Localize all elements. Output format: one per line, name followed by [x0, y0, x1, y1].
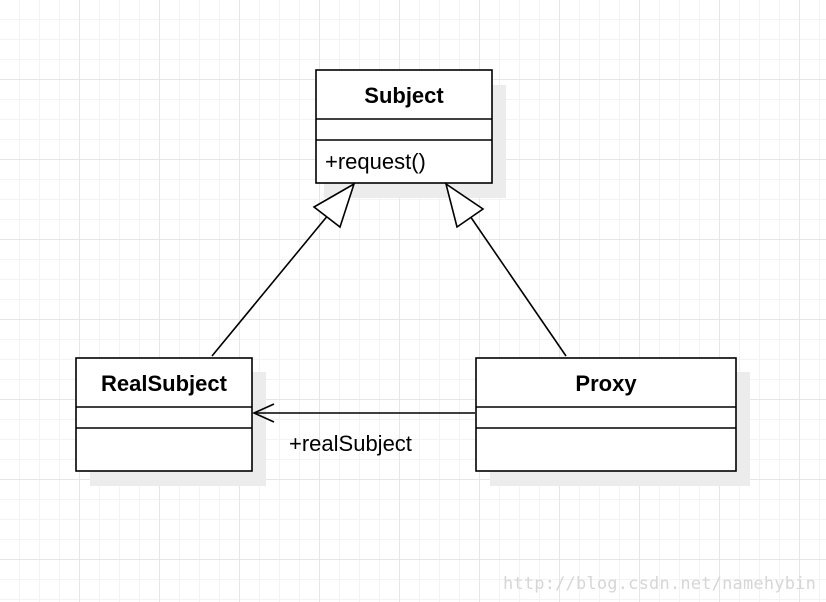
generalization-line-left [211, 213, 330, 357]
open-arrow-head [252, 403, 275, 423]
generalization-line-right [469, 215, 567, 357]
hollow-triangle-arrow-right [444, 182, 485, 229]
class-subject-method: +request() [325, 149, 426, 174]
class-proxy-name: Proxy [575, 371, 637, 396]
generalization-real-subject-to-subject[interactable] [211, 182, 356, 357]
generalization-proxy-to-subject[interactable] [444, 182, 567, 357]
class-subject[interactable]: Subject +request() [315, 69, 506, 198]
watermark-url: http://blog.csdn.net/namehybin [502, 574, 816, 594]
class-subject-name: Subject [364, 83, 444, 108]
class-subject-box [315, 69, 493, 184]
class-real-subject-name: RealSubject [101, 371, 228, 396]
class-real-subject[interactable]: RealSubject [75, 357, 266, 486]
hollow-triangle-arrow-left [312, 182, 356, 229]
association-proxy-to-real-subject[interactable]: +realSubject [252, 403, 475, 456]
association-role-label: +realSubject [289, 431, 412, 456]
class-proxy-box [475, 357, 737, 472]
class-proxy[interactable]: Proxy [475, 357, 750, 486]
class-real-subject-box [75, 357, 253, 472]
